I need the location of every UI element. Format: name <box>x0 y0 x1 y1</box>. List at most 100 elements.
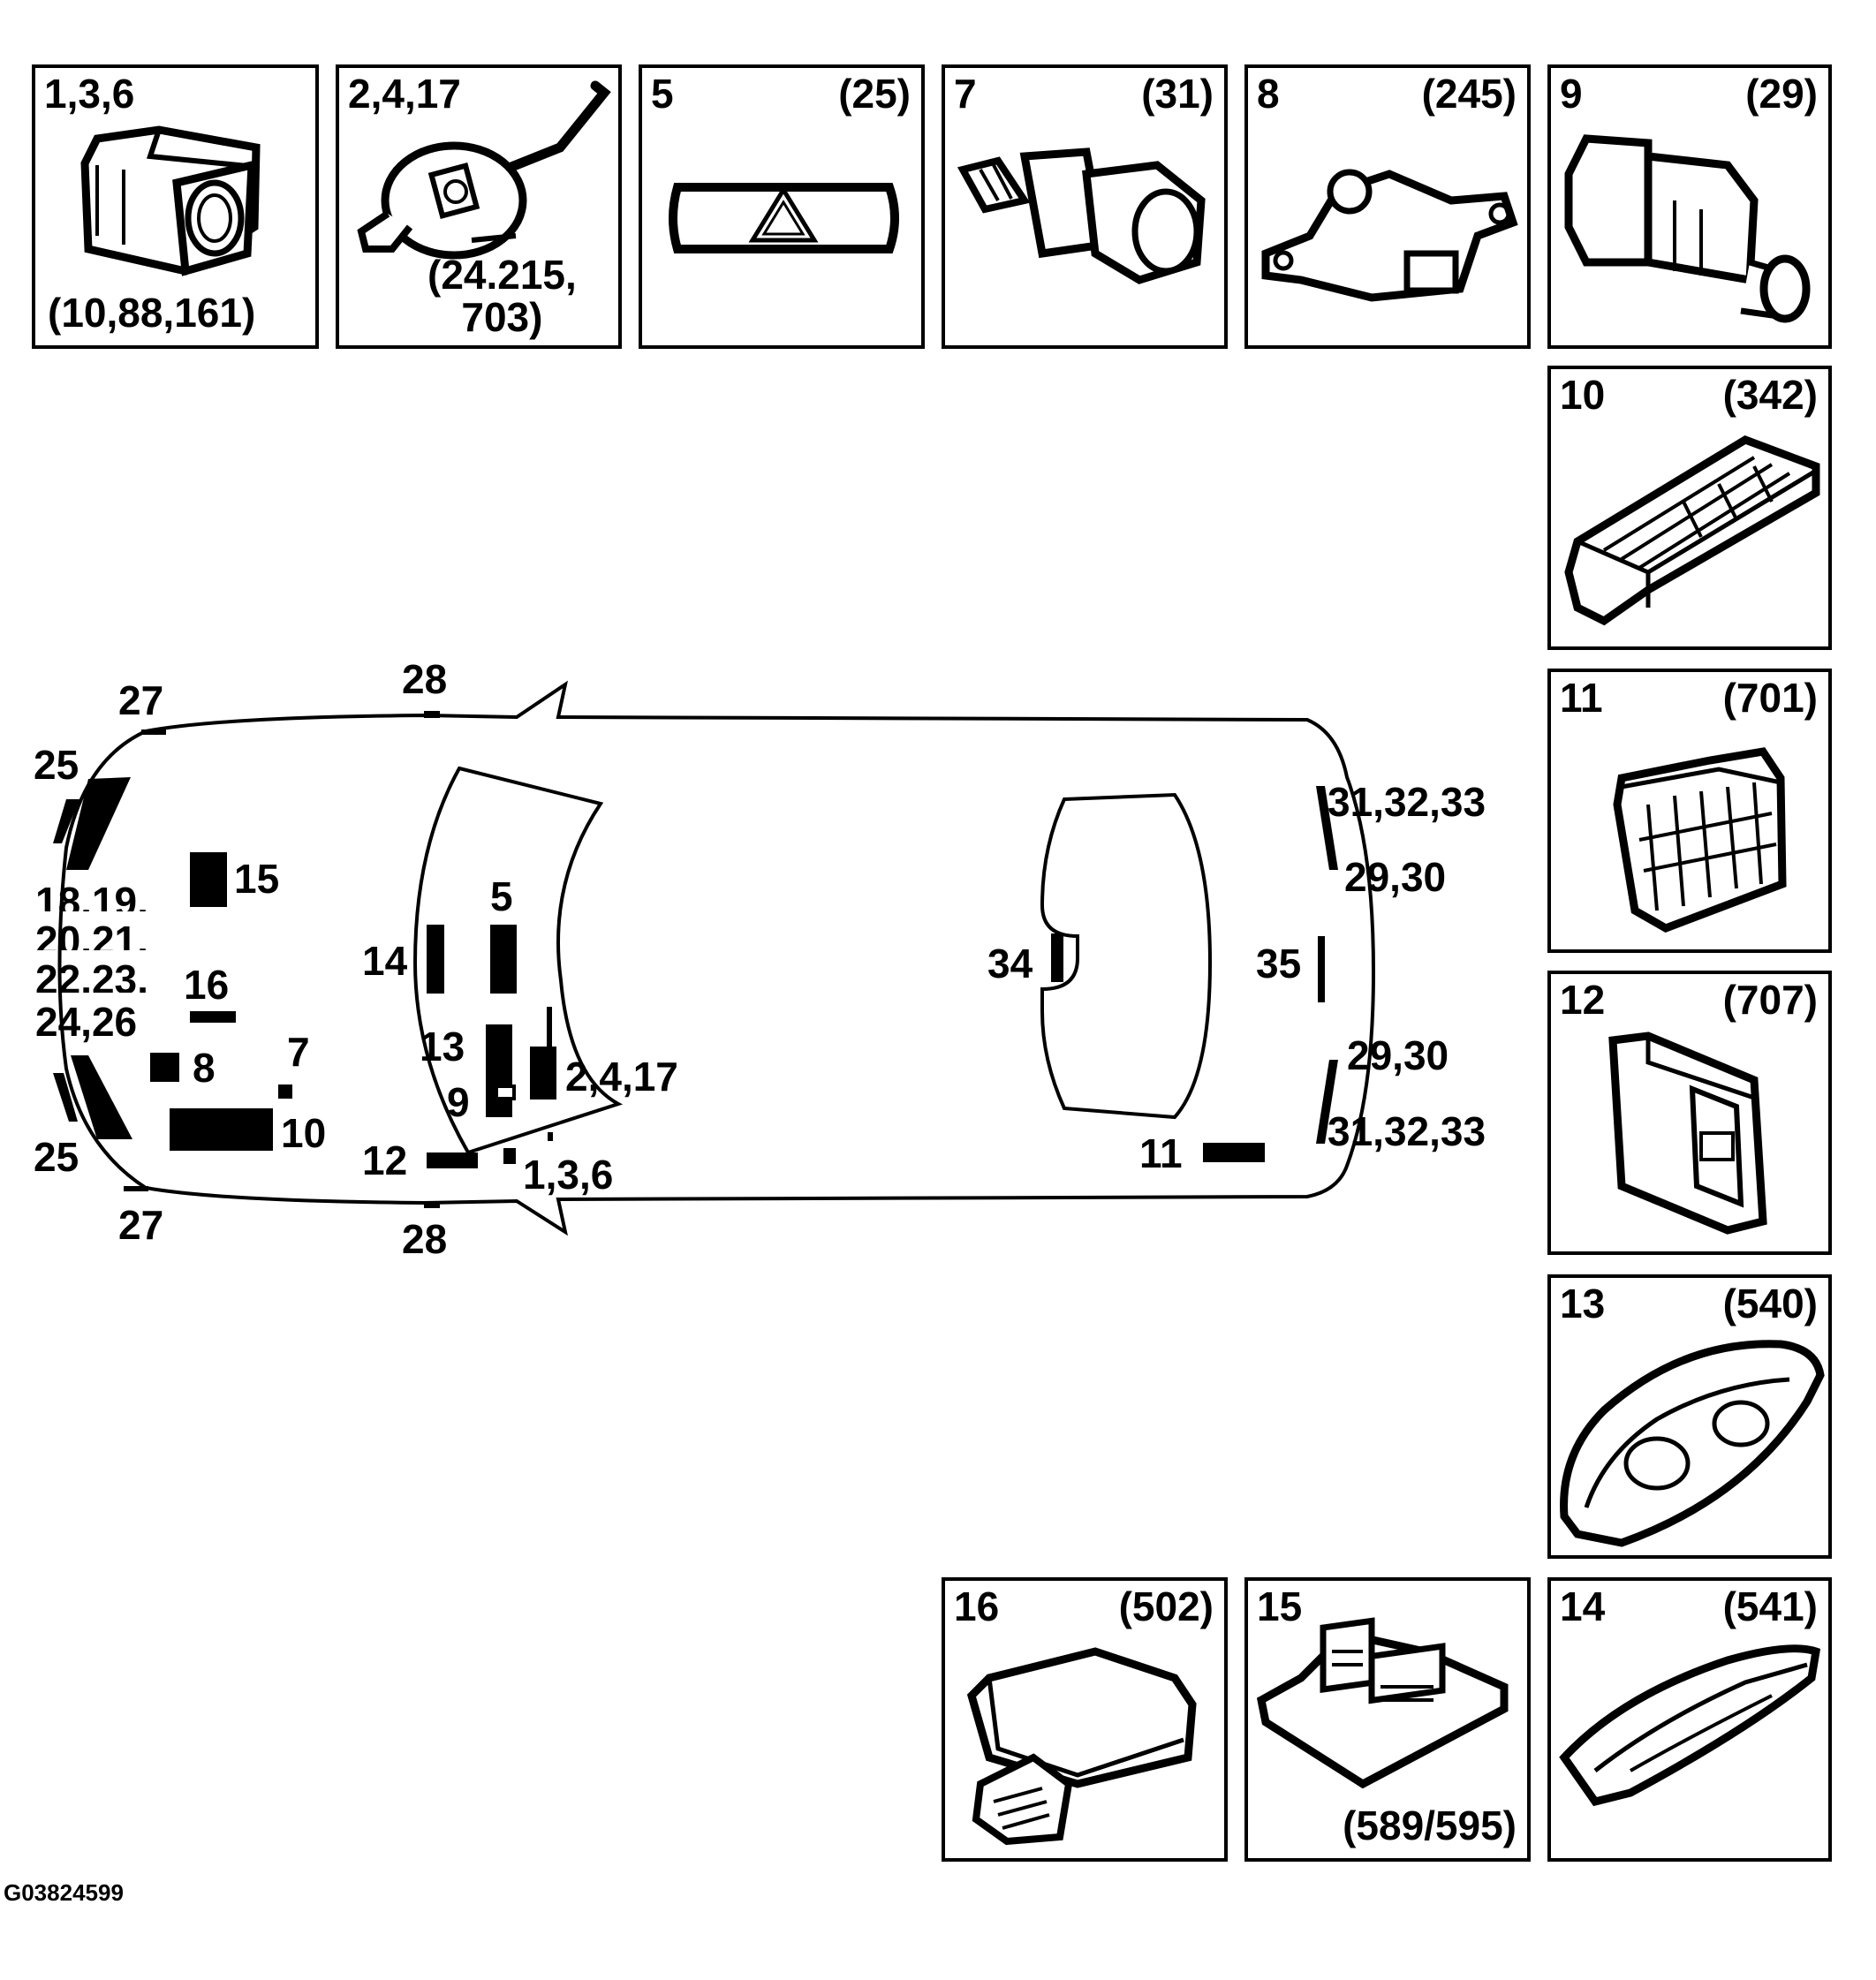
location-markers <box>53 711 1338 1208</box>
callout-28-top: 28 <box>402 656 448 702</box>
panel-5: 5 (25) <box>639 64 925 349</box>
fuse-relay-box-icon <box>1564 435 1820 626</box>
car-body-outline <box>57 680 1376 1236</box>
callout-9: 9 <box>447 1079 470 1125</box>
marker-2-4-17 <box>530 1047 556 1100</box>
temperature-sensor-icon <box>957 147 1206 284</box>
panel-ref: (701) <box>1722 675 1818 721</box>
callout-12: 12 <box>362 1137 408 1183</box>
callout-25-top: 25 <box>34 742 79 788</box>
marker-7 <box>278 1084 292 1099</box>
panel-id: 2,4,17 <box>348 71 461 117</box>
callout-24-26: 24,26 <box>35 999 138 1045</box>
panel-15: 15 (589/595) <box>1244 1577 1531 1862</box>
callout-13: 13 <box>420 1024 465 1069</box>
panel-id: 5 <box>651 71 674 117</box>
callout-27-bottom: 27 <box>118 1202 164 1248</box>
marker-9 <box>495 1084 516 1100</box>
central-electronic-module-icon <box>1613 747 1787 933</box>
ignition-switch-icon <box>1564 134 1811 323</box>
marker-12 <box>427 1152 478 1168</box>
control-unit-icon <box>966 1647 1197 1846</box>
panel-id: 9 <box>1560 71 1583 117</box>
panel-id: 1,3,6 <box>44 71 135 117</box>
panel-11: 11 (701) <box>1547 669 1832 953</box>
marker-8 <box>150 1053 179 1082</box>
marker-5 <box>490 925 517 994</box>
callout-28-bottom: 28 <box>402 1216 448 1262</box>
callout-18-19: 18,19, <box>35 881 148 911</box>
panel-id: 14 <box>1560 1583 1606 1629</box>
engine-control-module-icon <box>1256 1617 1509 1789</box>
callout-1-3-6: 1,3,6 <box>523 1152 614 1198</box>
panel-14: 14 (541) <box>1547 1577 1832 1862</box>
callout-5: 5 <box>490 873 513 919</box>
panel-9: 9 (29) <box>1547 64 1832 349</box>
panel-ref: (25) <box>838 71 911 117</box>
callout-31-32-33-top: 31,32,33 <box>1328 779 1486 825</box>
marker-1-3-6 <box>503 1148 516 1164</box>
callout-34: 34 <box>987 941 1033 986</box>
panel-8: 8 (245) <box>1244 64 1531 349</box>
callout-2-4-17: 2,4,17 <box>565 1054 678 1100</box>
panel-16: 16 (502) <box>942 1577 1228 1862</box>
panel-id: 13 <box>1560 1281 1606 1326</box>
marker-25-bottom <box>71 1055 132 1139</box>
hazard-switch-housing-icon <box>80 125 261 276</box>
marker-28-bottom <box>424 1201 440 1208</box>
marker-31-top <box>1316 786 1338 870</box>
panel-note: (10,88,161) <box>48 290 256 336</box>
callout-14: 14 <box>362 938 408 984</box>
panel-13: 13 (540) <box>1547 1274 1832 1559</box>
marker-15 <box>190 852 227 907</box>
callout-29-30-bottom: 29,30 <box>1347 1032 1449 1078</box>
panel-id: 8 <box>1257 71 1280 117</box>
marker-11 <box>1203 1143 1265 1162</box>
panel-id: 16 <box>954 1583 1000 1629</box>
marker-1-3-6-small <box>548 1132 553 1141</box>
panel-ref: (707) <box>1722 977 1818 1023</box>
figure-id: G03824599 <box>4 1879 124 1906</box>
display-panel-icon <box>1559 1644 1821 1807</box>
instrument-cluster-icon <box>1560 1340 1825 1547</box>
panel-id: 12 <box>1560 977 1606 1023</box>
callout-16: 16 <box>184 962 230 1008</box>
panel-ref: (31) <box>1141 71 1214 117</box>
marker-27-top <box>141 729 166 735</box>
panel-note: (24.215, 703) <box>427 252 577 340</box>
panel-ref: (502) <box>1118 1583 1214 1629</box>
callout-15: 15 <box>234 856 280 902</box>
marker-28-top <box>424 711 440 718</box>
callout-20-21: 20,21, <box>35 920 148 950</box>
panel-7: 7 (31) <box>942 64 1228 349</box>
callout-8: 8 <box>193 1045 216 1091</box>
panel-id: 10 <box>1560 372 1606 418</box>
callout-11: 11 <box>1139 1130 1183 1176</box>
panel-id: 11 <box>1560 675 1603 721</box>
callout-35: 35 <box>1256 941 1302 986</box>
control-module-box-icon <box>1608 1032 1767 1235</box>
panel-ref: (245) <box>1421 71 1517 117</box>
panel-ref: (342) <box>1722 372 1818 418</box>
marker-16 <box>190 1011 236 1023</box>
callout-25-bottom: 25 <box>34 1134 79 1180</box>
marker-2-4-17-stalk <box>547 1007 552 1047</box>
gear-position-sensor-icon <box>1261 169 1518 302</box>
callout-27-top: 27 <box>118 677 164 723</box>
panel-ref: (29) <box>1745 71 1818 117</box>
marker-25-top <box>66 777 131 870</box>
panel-10: 10 (342) <box>1547 366 1832 650</box>
marker-10 <box>170 1108 273 1151</box>
callout-10: 10 <box>281 1110 327 1156</box>
panel-ref: (540) <box>1722 1281 1818 1326</box>
steering-column-switch-icon <box>357 80 611 260</box>
marker-31-bottom <box>1316 1060 1338 1144</box>
panel-ref: (541) <box>1722 1583 1818 1629</box>
marker-35 <box>1318 936 1325 1002</box>
callout-7: 7 <box>287 1029 310 1075</box>
panel-ref: (589/595) <box>1343 1802 1517 1848</box>
marker-27-bottom <box>124 1186 148 1191</box>
marker-25-bottom-small <box>53 1073 78 1122</box>
warning-triangle-switch-icon <box>669 183 899 253</box>
